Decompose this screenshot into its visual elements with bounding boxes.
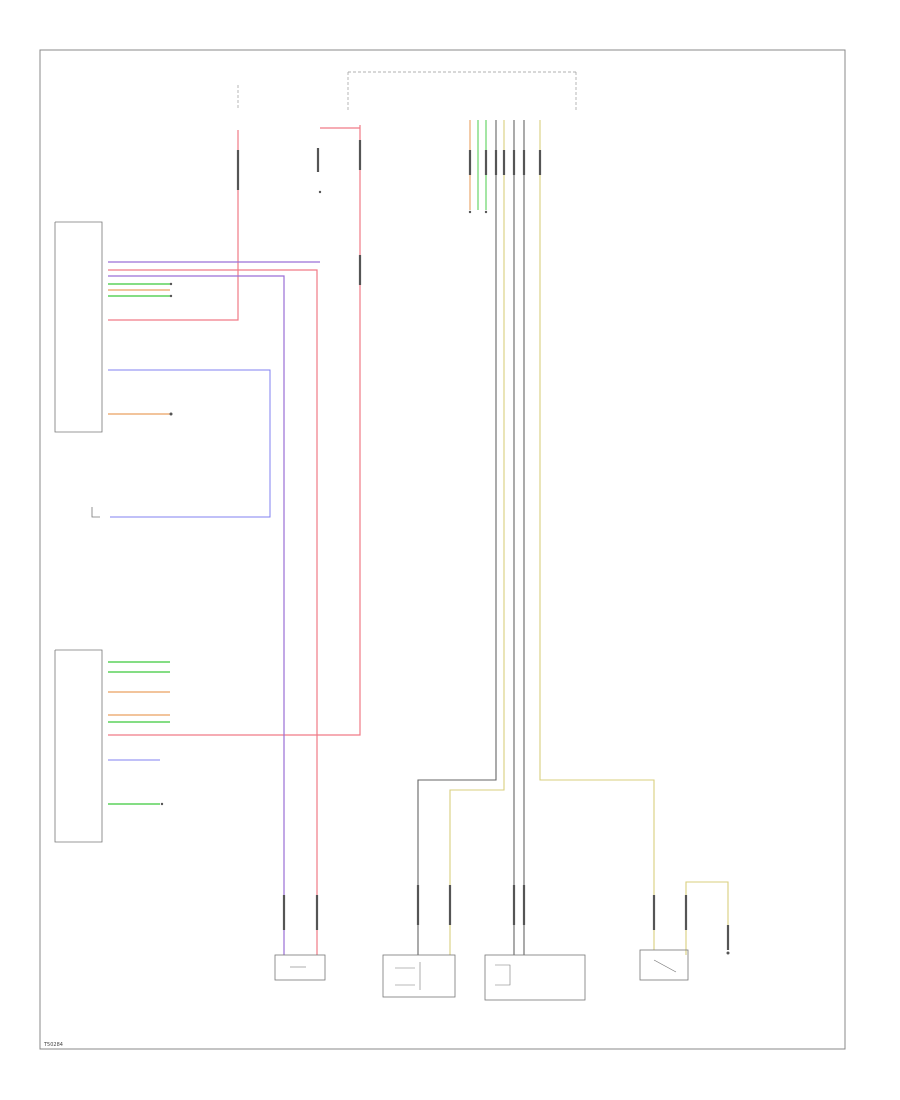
mid-left-connector [91,507,100,518]
bottom-component-3 [484,954,586,1001]
red-wires [108,125,361,955]
violet-wire-to-sensor [108,275,285,955]
blue-wires [108,369,271,761]
harness-wire-yellow-2 [539,120,655,950]
left-module-upper [54,221,103,433]
left-module-lower [54,649,103,843]
connector-marks [236,140,730,950]
violet-wires [108,261,320,955]
harness-wire-yellow-3 [685,881,729,955]
green-wires [108,283,170,805]
red-wire-to-sensor [108,269,318,955]
wire-terminals [160,190,488,806]
diagram-frame [39,49,846,1050]
red-wire-top-feed [108,130,239,321]
bottom-component-2 [382,954,456,998]
harness-wire-yellow-1 [449,120,505,955]
orange-wires [108,289,170,716]
blue-wire-loop [108,369,271,518]
bottom-component-1 [274,954,326,981]
harness-right [417,120,729,955]
diagram-code: T50284 [43,1042,63,1048]
top-fuse-box [237,71,577,110]
harness-wire-gray-1 [417,120,497,955]
bottom-switch [639,949,689,981]
red-wire-main-vertical [108,125,361,736]
ground-terminal [726,951,730,955]
